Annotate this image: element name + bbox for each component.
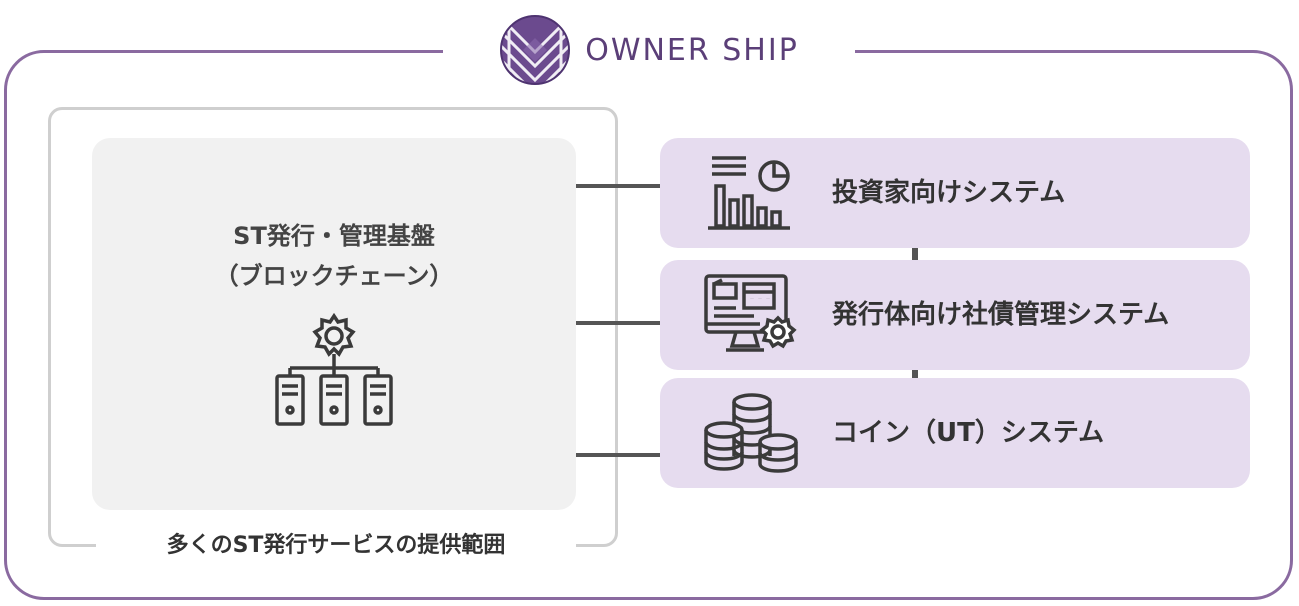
system-card-investor: 投資家向けシステム xyxy=(660,138,1250,248)
globe-logo-icon xyxy=(500,15,571,85)
coin-stack-icon xyxy=(704,393,798,473)
connector-vertical-2 xyxy=(912,368,918,380)
system-card-issuer: 発行体向け社債管理システム xyxy=(660,260,1250,370)
system-card-coin: コイン（UT）システム xyxy=(660,378,1250,488)
connector-vertical-1 xyxy=(912,246,918,260)
connector-investor xyxy=(576,184,662,188)
issuer-monitor-icon xyxy=(704,274,797,352)
blockchain-servers-icon xyxy=(275,312,393,426)
connector-issuer xyxy=(576,321,662,325)
brand-header: OWNER SHIP xyxy=(443,12,855,88)
investor-chart-icon xyxy=(708,156,790,230)
brand-name: OWNER SHIP xyxy=(585,32,799,68)
st-platform-card: ST発行・管理基盤 （ブロックチェーン） xyxy=(92,138,576,510)
connector-coin xyxy=(576,453,662,457)
scope-label: 多くのST発行サービスの提供範囲 xyxy=(96,526,576,566)
platform-subtitle: （ブロックチェーン） xyxy=(214,262,454,290)
system-label-coin: コイン（UT）システム xyxy=(832,418,1105,448)
platform-title: ST発行・管理基盤 xyxy=(233,222,435,250)
system-label-issuer: 発行体向け社債管理システム xyxy=(832,300,1170,330)
system-label-investor: 投資家向けシステム xyxy=(832,178,1066,208)
